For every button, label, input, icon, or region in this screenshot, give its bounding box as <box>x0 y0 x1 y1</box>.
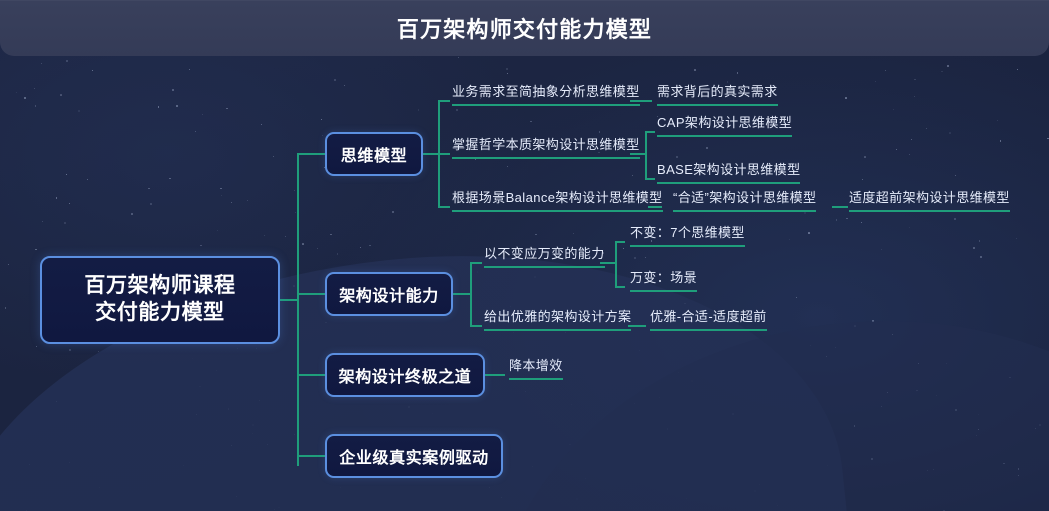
leaf-philosophy-essence-model[interactable]: 掌握哲学本质架构设计思维模型 <box>452 137 640 159</box>
connector-branch-4 <box>297 455 325 457</box>
branch-node-label: 企业级真实案例驱动 <box>339 450 489 467</box>
connector-ybw-spine <box>615 241 617 287</box>
leaf-elegant-suitable-advanced[interactable]: 优雅-合适-适度超前 <box>650 309 767 331</box>
connector-zxzx-child-2 <box>645 178 655 180</box>
leaf-business-requirement-abstraction[interactable]: 业务需求至简抽象分析思维模型 <box>452 84 640 106</box>
leaf-adapt-to-change-capability[interactable]: 以不变应万变的能力 <box>484 246 605 268</box>
branch-node-label: 架构设计终极之道 <box>338 369 472 386</box>
page-title: 百万架构师交付能力模型 <box>396 17 653 42</box>
connector-smwx-child-1 <box>438 100 450 102</box>
branch-node-thinking-model[interactable]: 思维模型 <box>325 132 423 176</box>
leaf-suitable-model[interactable]: “合适”架构设计思维模型 <box>673 190 817 212</box>
connector-branch-3 <box>297 374 325 376</box>
connector-root-spine <box>297 154 299 466</box>
leaf-real-need-behind-requirement[interactable]: 需求背后的真实需求 <box>657 84 778 106</box>
connector-zjzd-to-child <box>485 374 505 376</box>
connector-smwx-child-3 <box>438 206 450 208</box>
connector-branch-1 <box>297 153 325 155</box>
connector-root-stub <box>280 299 298 301</box>
connector-ybw-child-2 <box>615 286 625 288</box>
branch-node-label: 思维模型 <box>340 148 408 165</box>
connector-ywxq-to-child <box>630 100 652 102</box>
connector-ybw-child-1 <box>615 241 625 243</box>
connector-smwx-child-2 <box>438 153 450 155</box>
root-node-line2: 交付能力模型 <box>95 301 225 324</box>
connector-jgsj-child-2 <box>470 325 482 327</box>
leaf-cost-reduction-efficiency[interactable]: 降本增效 <box>509 358 563 380</box>
connector-spine-cap-top <box>297 154 311 178</box>
mindmap-body: 百万架构师课程 交付能力模型 思维模型 架构设计能力 架构设计终极之道 企业级真… <box>0 56 1049 511</box>
branch-node-ultimate-way[interactable]: 架构设计终极之道 <box>325 353 485 397</box>
leaf-scenario-balance-model[interactable]: 根据场景Balance架构设计思维模型 <box>452 190 663 212</box>
connector-zxzx-child-1 <box>645 131 655 133</box>
branch-node-enterprise-cases[interactable]: 企业级真实案例驱动 <box>325 434 503 478</box>
connector-zxzx-spine <box>645 131 647 179</box>
branch-node-label: 架构设计能力 <box>339 288 439 305</box>
leaf-constant-seven-models[interactable]: 不变：7个思维模型 <box>630 225 745 247</box>
root-node-label: 百万架构师课程 交付能力模型 <box>84 273 235 327</box>
connector-branch-2 <box>297 293 325 295</box>
connector-yysj-to-child <box>628 325 646 327</box>
connector-heshi-to-shidu <box>832 206 848 208</box>
branch-node-architecture-capability[interactable]: 架构设计能力 <box>325 272 453 316</box>
connector-zxzx-stub <box>630 153 646 155</box>
leaf-base-model[interactable]: BASE架构设计思维模型 <box>657 162 801 184</box>
connector-jgsj-stub <box>453 293 471 295</box>
connector-jgsj-child-1 <box>470 262 482 264</box>
connector-ybw-stub <box>600 262 616 264</box>
leaf-cap-model[interactable]: CAP架构设计思维模型 <box>657 115 793 137</box>
leaf-elegant-architecture-solution[interactable]: 给出优雅的架构设计方案 <box>484 309 632 331</box>
connector-smwx-stub <box>423 153 439 155</box>
connector-jgsj-spine <box>470 262 472 326</box>
root-node-line1: 百万架构师课程 <box>84 274 236 298</box>
page-header: 百万架构师交付能力模型 <box>0 0 1049 56</box>
root-node[interactable]: 百万架构师课程 交付能力模型 <box>40 256 280 344</box>
connector-bal-to-heshi <box>648 206 662 208</box>
leaf-moderately-advanced-model[interactable]: 适度超前架构设计思维模型 <box>849 190 1010 212</box>
leaf-variable-scenario[interactable]: 万变：场景 <box>630 270 698 292</box>
